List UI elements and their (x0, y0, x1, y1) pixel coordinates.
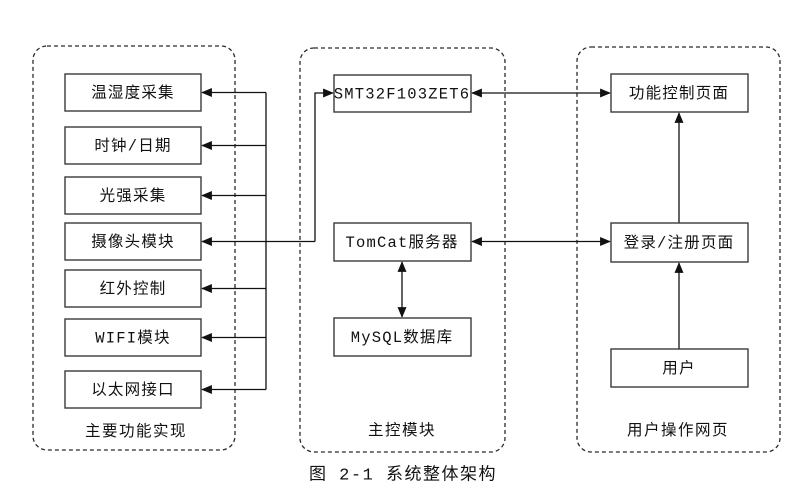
node-wifi-module-label: WIFI模块 (95, 329, 170, 348)
node-light-collect (64, 176, 202, 215)
node-login-page-label: 登录/注册页面 (624, 234, 735, 253)
node-temp-humidity (64, 73, 202, 112)
node-login-page (610, 222, 749, 263)
arrow-bus-to-mcu (314, 88, 334, 242)
group-container-main-functions (32, 45, 236, 451)
node-mcu-label: SMT32F103ZET6 (334, 86, 471, 104)
node-mysql-label: MySQL数据库 (351, 328, 454, 347)
node-user (610, 348, 749, 388)
node-function-page-label: 功能控制页面 (629, 84, 729, 103)
group-label-control-module: 主控模块 (368, 421, 436, 440)
group-container-control-module (299, 47, 506, 453)
node-clock-date-label: 时钟/日期 (94, 137, 171, 156)
group-container-user-pages (576, 46, 781, 453)
node-light-collect-label: 光强采集 (100, 187, 167, 206)
node-ir-control (64, 269, 202, 308)
group-label-user-pages: 用户操作网页 (627, 421, 729, 440)
node-tomcat-label: TomCat服务器 (345, 233, 458, 252)
group-label-main-functions: 主要功能实现 (85, 422, 187, 441)
node-tomcat (333, 222, 472, 262)
node-ethernet-port (64, 370, 202, 409)
node-ethernet-port-label: 以太网接口 (91, 381, 175, 400)
node-wifi-module (64, 318, 202, 357)
node-temp-humidity-label: 温湿度采集 (91, 84, 175, 103)
figure-caption: 图 2-1 系统整体架构 (309, 465, 497, 486)
node-clock-date (64, 126, 202, 165)
node-camera-module (64, 222, 202, 261)
node-mcu (333, 74, 472, 113)
node-ir-control-label: 红外控制 (100, 280, 167, 299)
node-mysql (333, 317, 472, 357)
node-camera-module-label: 摄像头模块 (91, 233, 175, 252)
node-function-page (610, 73, 749, 113)
node-user-label: 用户 (662, 359, 695, 378)
